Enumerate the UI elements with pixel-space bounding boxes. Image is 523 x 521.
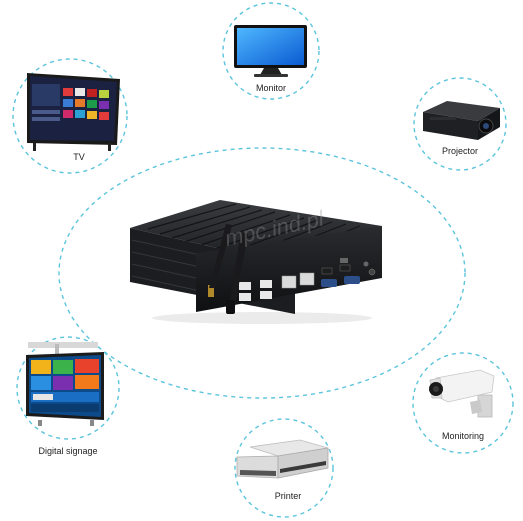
digital-signage-node [16, 336, 120, 440]
tv-label: TV [73, 152, 85, 162]
monitoring-node [412, 352, 514, 454]
projector-node [413, 77, 507, 171]
security-camera-icon [429, 369, 495, 418]
printer-label: Printer [274, 491, 302, 501]
io-ports [239, 258, 376, 301]
printer-node [234, 418, 334, 518]
projector-label: Projector [441, 146, 478, 156]
monitor-node [222, 2, 320, 100]
wifi-antennas [208, 224, 248, 314]
printer-icon [236, 439, 329, 479]
central-dashed-ring [58, 147, 466, 399]
projector-icon [423, 101, 500, 140]
digital-signage-icon [26, 342, 104, 426]
digital-signage-label: Digital signage [38, 446, 98, 456]
monitor-label: Monitor [255, 83, 286, 93]
monitor-icon [234, 25, 307, 77]
tv-icon [27, 73, 120, 151]
tv-node [12, 58, 128, 174]
mini-pc-icon [130, 200, 382, 324]
monitoring-label: Monitoring [441, 431, 485, 441]
